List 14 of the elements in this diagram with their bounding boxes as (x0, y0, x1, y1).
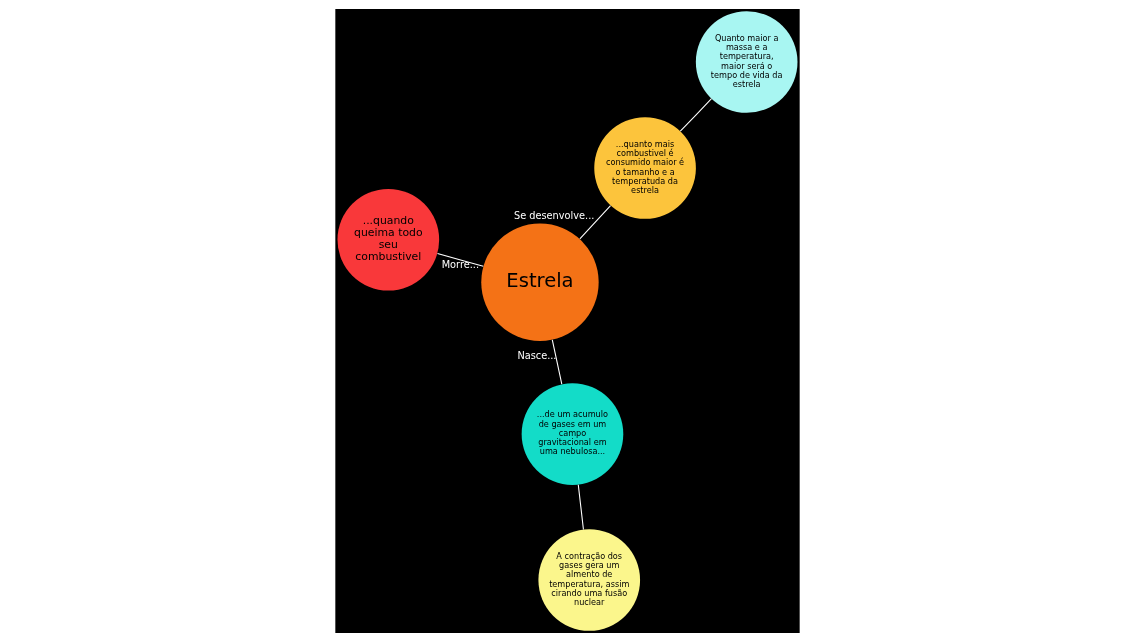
node-circle: ...quanto mais combustivel é consumido maior é o tamanho e a temperatuda da estrela (593, 116, 696, 219)
edge-label: Nasce... (516, 349, 556, 361)
connector (577, 483, 584, 530)
connector (679, 97, 712, 132)
connector (436, 252, 484, 267)
connector (551, 338, 562, 385)
node-circle: A contração dos gases gera um almento de temperatura, assim cirando uma fusão nuclear (537, 528, 640, 631)
connector (578, 204, 611, 239)
node-circle: ...de um acumulo de gases em um campo gravitacional em uma nebulosa... (521, 382, 623, 485)
edge-label: Morre... (441, 258, 479, 270)
node-circle: Estrela (480, 223, 599, 341)
node-circle: Quanto maior a massa e a temperatura, maior será o tempo de vida da estrela (695, 10, 797, 113)
edge-label: Se desenvolve... (513, 209, 594, 221)
node-circle: ...quando queima todo seu combustivel (337, 188, 439, 291)
